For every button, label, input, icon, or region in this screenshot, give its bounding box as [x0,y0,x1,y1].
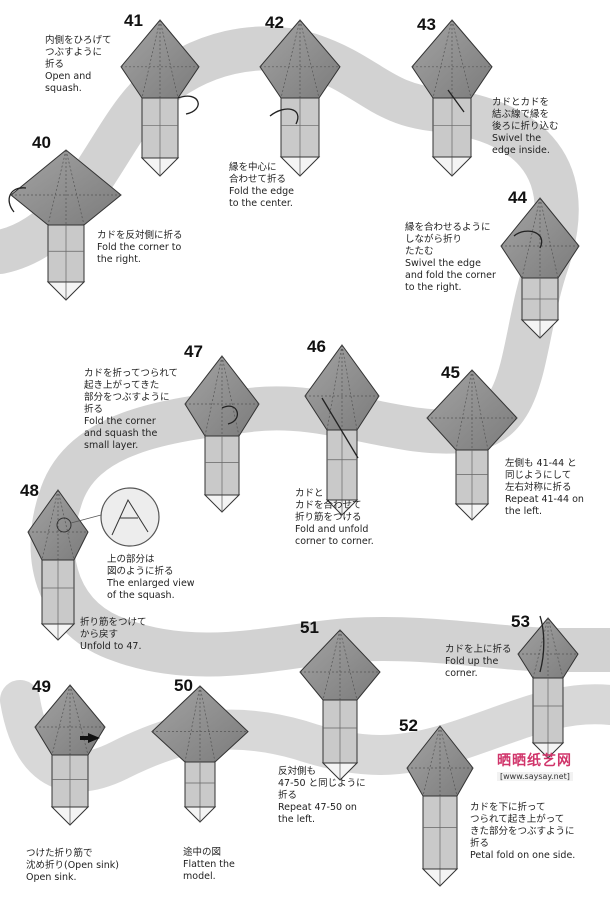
step-42-caption: 縁を中心に 合わせて折る Fold the edge to the center… [229,162,294,210]
step-53-caption: カドを上に折る Fold up the corner. [445,644,512,680]
step-46-en: Fold and unfold corner to corner. [295,524,374,548]
step-53-number: 53 [511,612,530,632]
step-51-caption: 反対側も 47-50 と同じように 折る Repeat 47-50 on the… [278,766,366,826]
watermark-title: 晒晒纸艺网 [497,750,572,770]
step-47-en: Fold the corner and squash the small lay… [84,416,178,452]
step-47-number: 47 [184,342,203,362]
watermark-url: [www.saysay.net] [497,772,573,781]
step-40-jp: カドを反対側に折る [97,230,183,242]
step-42-en: Fold the edge to the center. [229,186,294,210]
step-49-caption: つけた折り筋で 沈め折り(Open sink) Open sink. [26,848,119,884]
step-48-number: 48 [20,481,39,501]
step-50-en: Flatten the model. [183,859,235,883]
step-47-jp: カドを折ってつられて 起き上がってきた 部分をつぶすように 折る [84,368,178,416]
step-41-number: 41 [124,11,143,31]
step-41-en: Open and squash. [45,71,112,95]
step-45-jp: 左側も 41-44 と 同じようにして 左右対称に折る [505,458,584,494]
step-44-caption: 縁を合わせるように しながら折り たたむ Swivel the edge and… [405,222,496,294]
arrow-41 [178,96,198,114]
step-51-jp: 反対側も 47-50 と同じように 折る [278,766,366,802]
step-49-jp: つけた折り筋で 沈め折り(Open sink) [26,848,119,872]
step-41-caption: 内側をひろげて つぶすように 折る Open and squash. [45,35,112,95]
step-49-en: Open sink. [26,872,119,884]
step-47-caption: カドを折ってつられて 起き上がってきた 部分をつぶすように 折る Fold th… [84,368,178,452]
step-46-caption: カドと カドを合わせて 折り筋をつける Fold and unfold corn… [295,488,374,548]
step-44-en: Swivel the edge and fold the corner to t… [405,258,496,294]
step-44-number: 44 [508,188,527,208]
step-48b-en: Unfold to 47. [80,641,147,653]
step-43-caption: カドとカドを 結ぶ線で縁を 後ろに折り込む Swivel the edge in… [492,97,559,157]
step-53-en: Fold up the corner. [445,656,512,680]
step-43-number: 43 [417,15,436,35]
step-52-en: Petal fold on one side. [470,850,575,862]
step-48-caption: 上の部分は 図のように折る The enlarged view of the s… [107,554,195,602]
step-48-jp: 上の部分は 図のように折る [107,554,195,578]
step-52-number: 52 [399,716,418,736]
step-42-number: 42 [265,13,284,33]
step-42-jp: 縁を中心に 合わせて折る [229,162,294,186]
step-45-caption: 左側も 41-44 と 同じようにして 左右対称に折る Repeat 41-44… [505,458,584,518]
step-51-en: Repeat 47-50 on the left. [278,802,366,826]
step-53-jp: カドを上に折る [445,644,512,656]
step-45-en: Repeat 41-44 on the left. [505,494,584,518]
step-48-en: The enlarged view of the squash. [107,578,195,602]
step-50-caption: 途中の図 Flatten the model. [183,847,235,883]
step-43-en: Swivel the edge inside. [492,133,559,157]
step-48b-caption: 折り筋をつけて から戻す Unfold to 47. [80,617,147,653]
step-52-jp: カドを下に折って つられて起き上がって きた部分をつぶすように 折る [470,802,575,850]
step-50-jp: 途中の図 [183,847,235,859]
step-51-number: 51 [300,618,319,638]
step-46-number: 46 [307,337,326,357]
step-44-jp: 縁を合わせるように しながら折り たたむ [405,222,496,258]
step-46-jp: カドと カドを合わせて 折り筋をつける [295,488,374,524]
step-50-number: 50 [174,676,193,696]
step-48b-jp: 折り筋をつけて から戻す [80,617,147,641]
step-40-number: 40 [32,133,51,153]
step-41-jp: 内側をひろげて つぶすように 折る [45,35,112,71]
step-40-caption: カドを反対側に折る Fold the corner to the right. [97,230,183,266]
magnifier-48 [101,488,159,546]
step-49-number: 49 [32,677,51,697]
step-43-jp: カドとカドを 結ぶ線で縁を 後ろに折り込む [492,97,559,133]
step-45-number: 45 [441,363,460,383]
step-52-caption: カドを下に折って つられて起き上がって きた部分をつぶすように 折る Petal… [470,802,575,862]
step-40-en: Fold the corner to the right. [97,242,183,266]
